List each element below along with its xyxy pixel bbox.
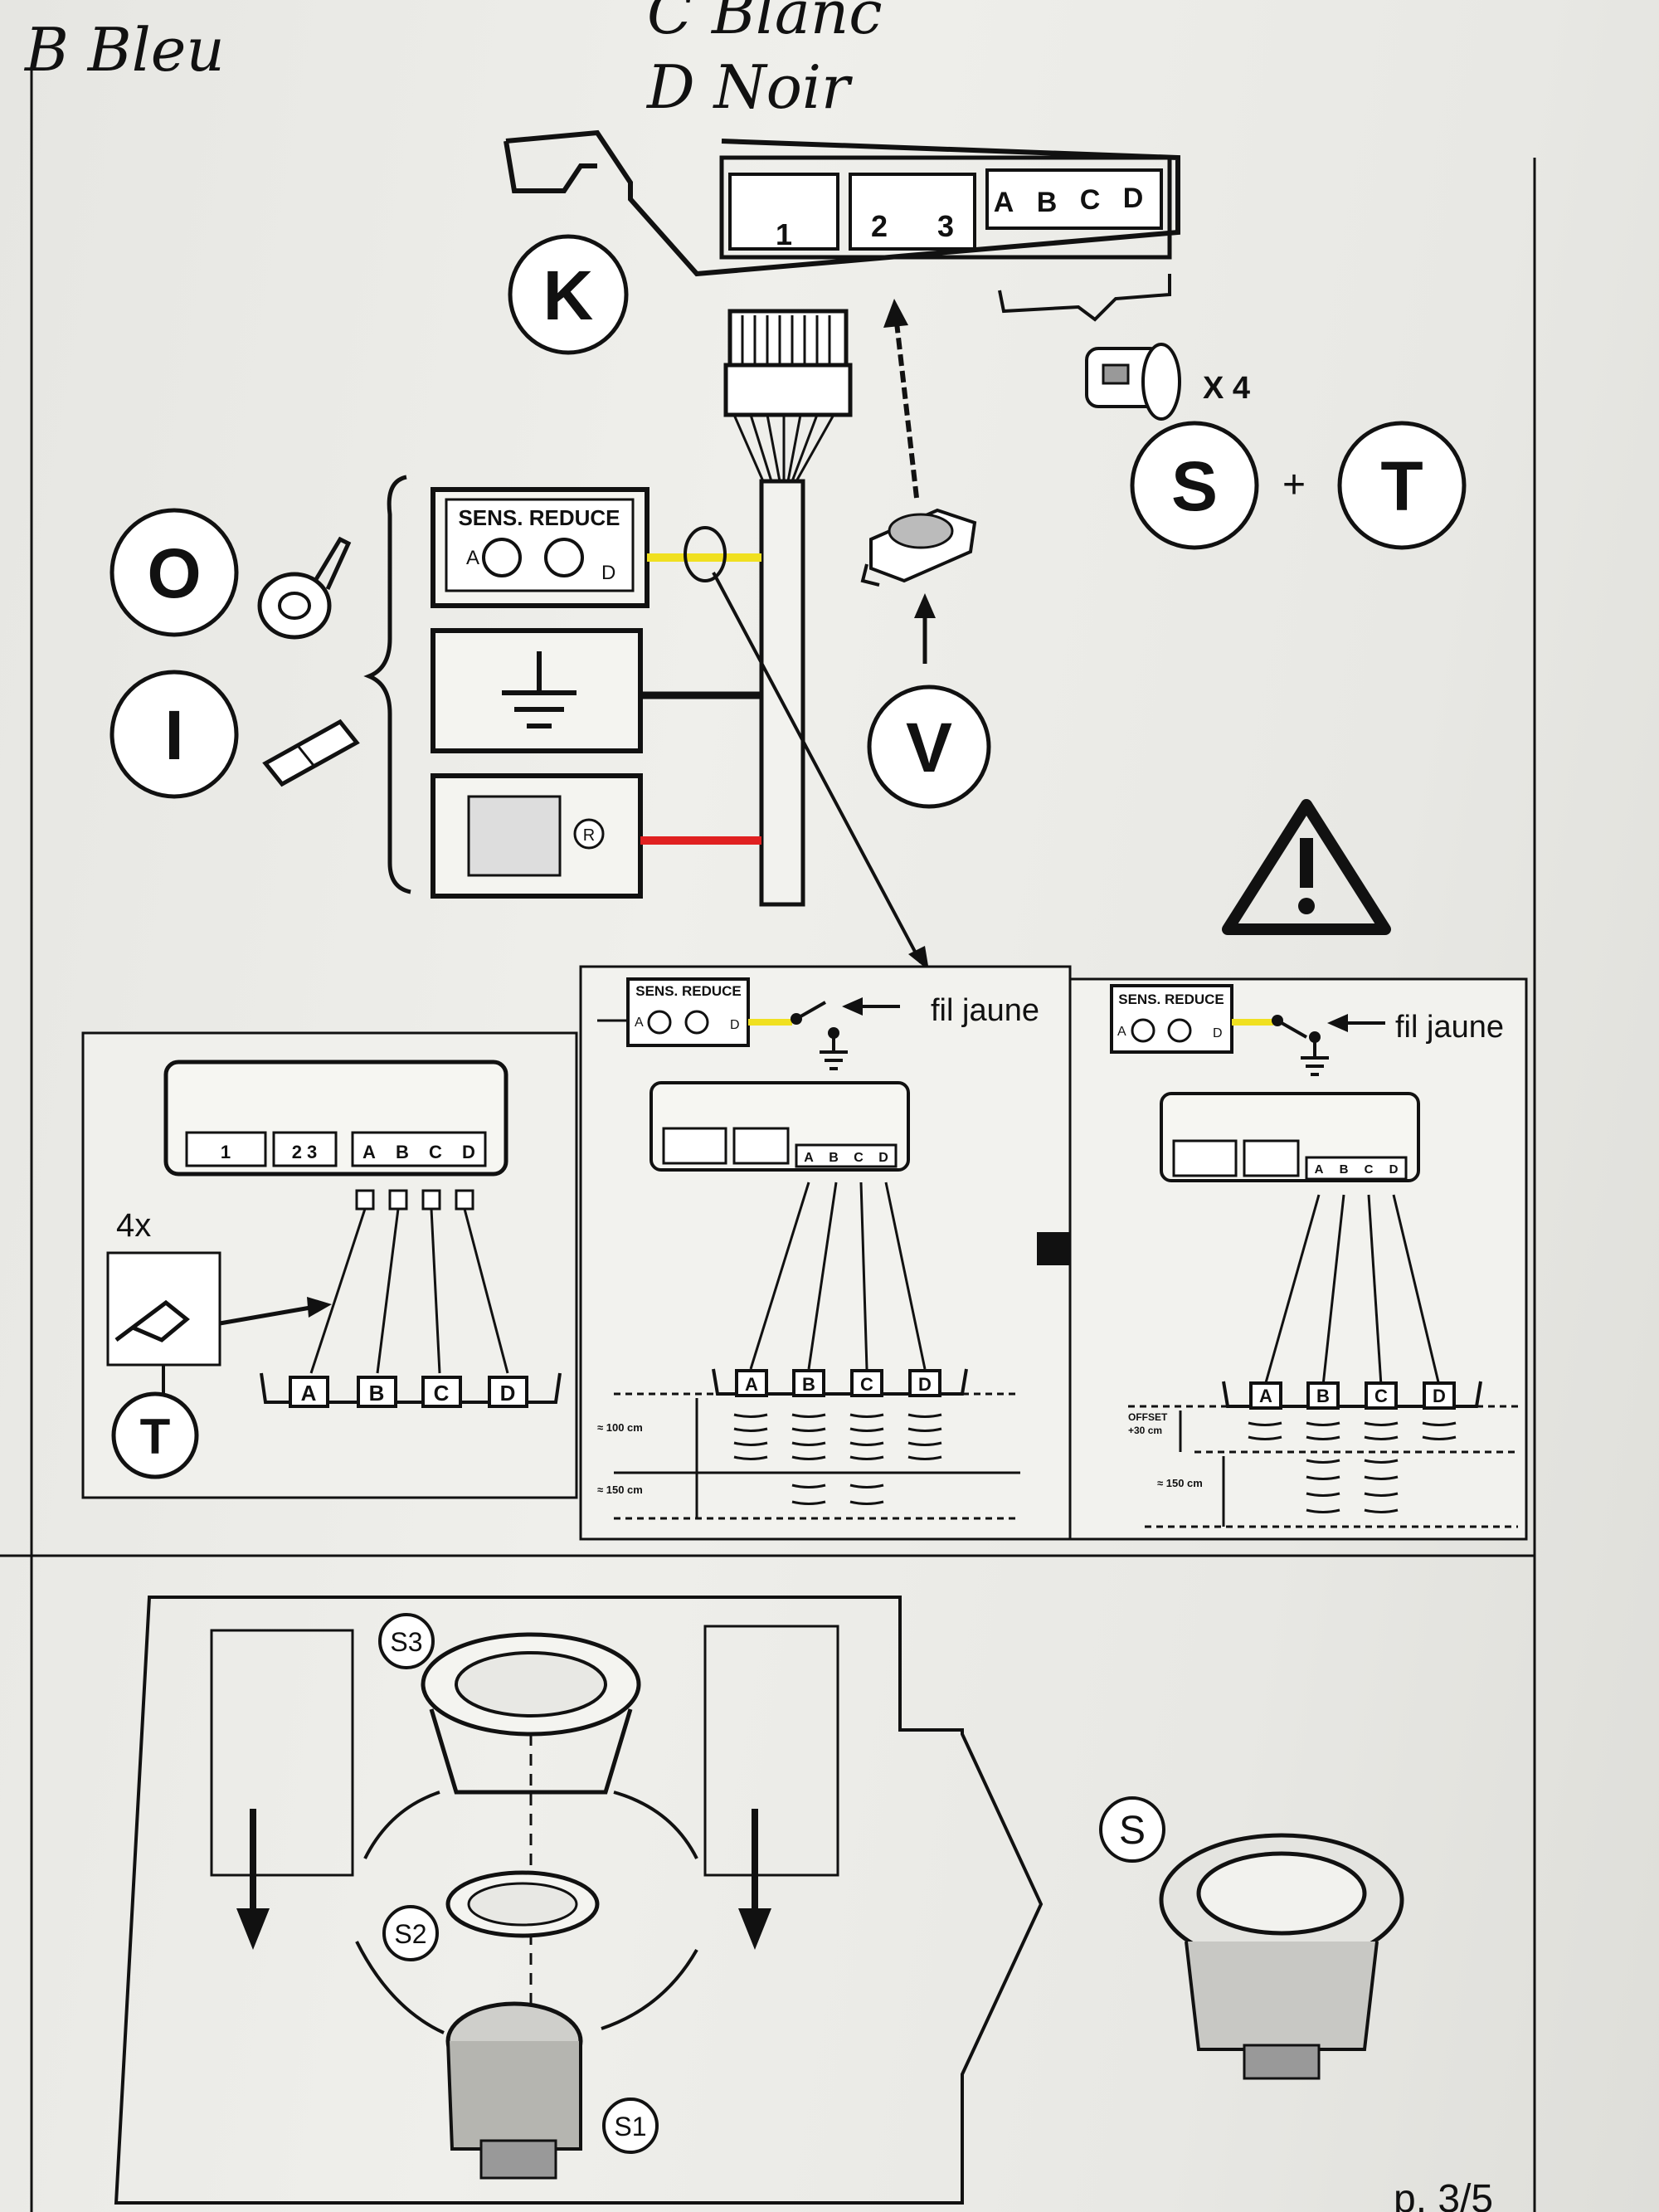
- svg-text:D: D: [730, 1018, 740, 1032]
- svg-text:T: T: [140, 1409, 171, 1464]
- svg-text:A: A: [1315, 1162, 1324, 1177]
- svg-text:A: A: [1117, 1025, 1126, 1039]
- svg-text:D: D: [1123, 183, 1144, 214]
- control-unit: 1 2 3 A B C D: [504, 129, 1180, 322]
- warning-icon: [1222, 799, 1391, 935]
- svg-text:SENS. REDUCE: SENS. REDUCE: [635, 983, 742, 999]
- sensor-plug-icon: [1085, 343, 1181, 421]
- middle-panel: SENS. REDUCE A D fil jaune A B C D: [579, 965, 1072, 1541]
- handwriting-c-blanc: C Blanc: [647, 0, 883, 47]
- svg-text:B: B: [369, 1381, 385, 1406]
- yellow-wire-highlight: [684, 526, 727, 582]
- svg-text:SENS. REDUCE: SENS. REDUCE: [458, 505, 620, 530]
- svg-text:R: R: [583, 826, 595, 845]
- svg-text:C: C: [1365, 1162, 1374, 1177]
- label-v: V: [867, 685, 991, 809]
- svg-text:≈ 150 cm: ≈ 150 cm: [597, 1484, 643, 1496]
- svg-text:S1: S1: [614, 2112, 646, 2141]
- svg-text:K: K: [543, 256, 594, 334]
- svg-text:1: 1: [776, 217, 792, 251]
- svg-text:OFFSET: OFFSET: [1128, 1411, 1168, 1423]
- svg-text:S3: S3: [390, 1627, 422, 1657]
- svg-text:A: A: [466, 547, 479, 569]
- svg-text:A: A: [745, 1374, 758, 1395]
- svg-text:C: C: [1080, 184, 1101, 216]
- butt-connector-icon: [262, 719, 360, 787]
- svg-text:D: D: [1389, 1162, 1399, 1177]
- svg-text:B: B: [829, 1151, 839, 1165]
- svg-text:A: A: [804, 1151, 814, 1165]
- assembly-panel: S3 S2 S1 S: [114, 1596, 1404, 2205]
- svg-text:+: +: [1282, 463, 1306, 507]
- svg-text:D: D: [918, 1374, 932, 1395]
- svg-text:T: T: [1380, 447, 1423, 525]
- svg-text:D: D: [878, 1151, 888, 1165]
- ring-terminal-icon: [257, 536, 352, 640]
- reverse-switch-box: R: [431, 773, 643, 899]
- svg-text:C: C: [434, 1381, 450, 1406]
- label-k: K: [508, 234, 629, 355]
- svg-text:S2: S2: [394, 1919, 426, 1949]
- handwriting-d-noir: D Noir: [645, 52, 853, 122]
- count-4x: 4x: [116, 1207, 151, 1244]
- label-i: I: [109, 670, 239, 799]
- svg-text:V: V: [906, 709, 952, 787]
- svg-text:C: C: [429, 1142, 442, 1162]
- svg-text:+30 cm: +30 cm: [1128, 1425, 1162, 1436]
- svg-text:S: S: [1119, 1809, 1146, 1853]
- svg-text:C: C: [1374, 1386, 1388, 1406]
- svg-text:O: O: [147, 534, 201, 612]
- beeper-icon: [860, 508, 977, 587]
- sens-reduce-box: SENS. REDUCE A D: [431, 487, 649, 608]
- page-number: p. 3/5: [1394, 2177, 1493, 2212]
- svg-text:fil jaune: fil jaune: [1395, 1010, 1504, 1045]
- svg-text:B: B: [1037, 187, 1058, 218]
- svg-text:D: D: [462, 1142, 475, 1162]
- svg-text:C: C: [860, 1374, 873, 1395]
- svg-text:I: I: [164, 696, 183, 774]
- svg-text:D: D: [500, 1381, 516, 1406]
- svg-text:S: S: [1171, 447, 1218, 525]
- svg-text:2 3: 2 3: [292, 1142, 318, 1162]
- svg-text:A: A: [301, 1381, 317, 1406]
- svg-text:B: B: [802, 1374, 815, 1395]
- label-o: O: [109, 508, 239, 637]
- handwriting-b-bleu: B Bleu: [23, 15, 225, 85]
- quantity-x4: X 4: [1203, 371, 1250, 406]
- svg-text:3: 3: [937, 209, 954, 243]
- svg-text:D: D: [1433, 1386, 1446, 1406]
- svg-text:C: C: [854, 1151, 864, 1165]
- svg-text:B: B: [396, 1142, 409, 1162]
- svg-text:D: D: [601, 562, 615, 584]
- svg-text:fil jaune: fil jaune: [931, 993, 1039, 1028]
- svg-text:A: A: [1259, 1386, 1272, 1406]
- ground-box: [431, 628, 643, 753]
- svg-text:A: A: [362, 1142, 376, 1162]
- label-s-plus-t: S + T: [1130, 421, 1467, 550]
- sensor-letters: A B C D: [289, 1376, 528, 1408]
- right-panel: SENS. REDUCE A D fil jaune A B C D: [1068, 977, 1528, 1541]
- svg-text:2: 2: [871, 209, 888, 243]
- svg-text:A: A: [994, 187, 1014, 218]
- svg-text:≈ 150 cm: ≈ 150 cm: [1157, 1477, 1203, 1489]
- svg-text:1: 1: [221, 1142, 231, 1162]
- svg-text:D: D: [1213, 1026, 1223, 1040]
- svg-text:B: B: [1340, 1162, 1349, 1177]
- svg-text:≈ 100 cm: ≈ 100 cm: [597, 1421, 643, 1434]
- connector-pins: 1 2 3 A B C D: [728, 168, 1163, 251]
- svg-text:SENS. REDUCE: SENS. REDUCE: [1118, 992, 1224, 1007]
- wire-harness: [723, 309, 853, 907]
- svg-text:B: B: [1316, 1386, 1330, 1406]
- mapping-panel: 1 2 3 A B C D A B C D 4x: [81, 1031, 578, 1499]
- svg-text:A: A: [635, 1016, 644, 1030]
